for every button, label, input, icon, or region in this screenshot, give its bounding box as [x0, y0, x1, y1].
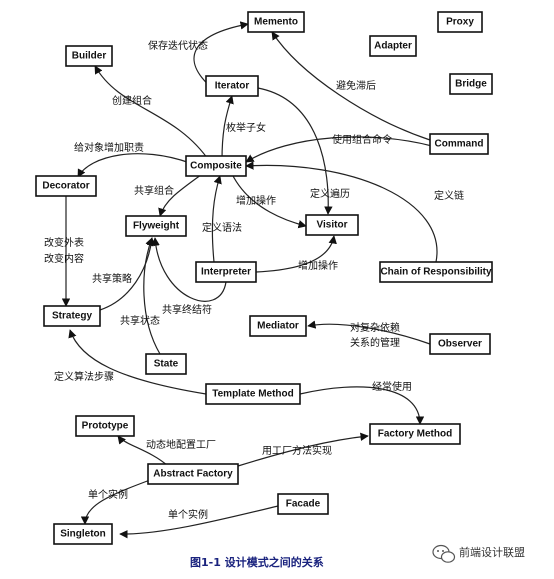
label-change-content: 改变内容: [44, 252, 84, 265]
edge-facade-singleton: [119, 505, 279, 539]
node-decorator-label: Decorator: [42, 181, 89, 192]
node-proxy-label: Proxy: [446, 17, 474, 28]
label-define-chain: 定义链: [434, 189, 464, 202]
node-bridge: Bridge: [449, 73, 493, 95]
node-memento: Memento: [247, 11, 305, 33]
label-create-composite: 创建组合: [112, 94, 152, 107]
label-avoid-lag: 避免滞后: [336, 79, 376, 92]
label-define-grammar: 定义语法: [202, 221, 242, 234]
node-facade: Facade: [277, 493, 329, 515]
edge-template-factory: [299, 386, 425, 425]
node-chain-label: Chain of Responsibility: [380, 267, 492, 278]
label-use-composite-command: 使用组合命令: [332, 133, 392, 146]
edge-state-flyweight: [143, 237, 161, 355]
node-facade-label: Facade: [286, 499, 321, 510]
node-decorator: Decorator: [35, 175, 97, 197]
label-add-duty-to-object: 给对象增加职责: [74, 141, 144, 154]
edge-abstract-factory-method: [237, 432, 369, 467]
node-strategy: Strategy: [43, 305, 101, 327]
edge-observer-mediator: [307, 320, 431, 345]
edge-strategy-flyweight: [99, 237, 156, 311]
label-share-state: 共享状态: [120, 314, 160, 327]
node-prototype: Prototype: [75, 415, 135, 437]
node-iterator-label: Iterator: [215, 81, 250, 92]
edge-command-composite: [245, 136, 433, 163]
node-strategy-label: Strategy: [52, 311, 92, 322]
edge-iterator-visitor: [257, 87, 333, 215]
label-share-composite: 共享组合: [134, 184, 174, 197]
label-often-used: 经常使用: [372, 380, 412, 393]
label-define-algorithm-steps: 定义算法步骤: [54, 370, 114, 383]
label-implement-with-factory-method: 用工厂方法实现: [262, 444, 332, 457]
node-flyweight-label: Flyweight: [133, 221, 180, 232]
node-proxy: Proxy: [437, 11, 483, 33]
node-singleton-label: Singleton: [60, 529, 106, 540]
node-composite-label: Composite: [190, 161, 242, 172]
label-share-strategy: 共享策略: [92, 272, 132, 285]
edge-template-strategy: [68, 329, 207, 395]
node-interpreter-label: Interpreter: [201, 267, 251, 278]
edge-abstract-prototype: [117, 435, 169, 467]
node-state-label: State: [154, 359, 179, 370]
edges: [61, 21, 438, 539]
edge-labels: 保存迭代状态 避免滞后 创建组合 枚举子女 使用组合命令 给对象增加职责 共享组…: [44, 39, 464, 521]
node-mediator: Mediator: [249, 315, 307, 337]
wechat-icon: [432, 544, 456, 563]
label-add-operation-2: 增加操作: [298, 259, 338, 272]
node-composite: Composite: [185, 155, 247, 177]
node-observer-label: Observer: [438, 339, 482, 350]
node-state: State: [145, 353, 187, 375]
node-adapter-label: Adapter: [374, 41, 412, 52]
watermark-text: 前端设计联盟: [459, 545, 525, 559]
node-factory-method: Factory Method: [369, 423, 461, 445]
label-single-instance-2: 单个实例: [168, 508, 208, 521]
node-adapter: Adapter: [369, 35, 417, 57]
node-template-method: Template Method: [205, 383, 301, 405]
node-abstract-factory-label: Abstract Factory: [153, 469, 233, 480]
node-chain-of-responsibility: Chain of Responsibility: [379, 261, 493, 283]
edge-composite-builder: [94, 65, 211, 163]
label-complex-dependency-1: 对复杂依赖: [350, 321, 400, 334]
node-abstract-factory: Abstract Factory: [147, 463, 239, 485]
node-observer: Observer: [429, 333, 491, 355]
label-single-instance-1: 单个实例: [88, 488, 128, 501]
edge-interpreter-flyweight: [151, 237, 227, 302]
label-define-traversal: 定义遍历: [310, 187, 350, 200]
edge-composite-iterator: [221, 95, 234, 161]
edge-abstract-singleton: [80, 479, 151, 525]
edge-iterator-memento: [193, 21, 249, 89]
label-save-iteration-state: 保存迭代状态: [148, 39, 208, 52]
edge-composite-visitor: [231, 173, 307, 229]
node-mediator-label: Mediator: [257, 321, 299, 332]
edge-command-memento: [271, 31, 431, 141]
node-template-method-label: Template Method: [212, 389, 293, 400]
node-prototype-label: Prototype: [82, 421, 129, 432]
node-factory-method-label: Factory Method: [378, 429, 452, 440]
node-bridge-label: Bridge: [455, 79, 487, 90]
watermark: 前端设计联盟: [432, 544, 525, 563]
label-enumerate-children: 枚举子女: [226, 121, 266, 134]
label-complex-dependency-2: 关系的管理: [350, 336, 400, 349]
node-command-label: Command: [435, 139, 484, 150]
edge-chain-composite: [245, 161, 438, 263]
node-singleton: Singleton: [53, 523, 113, 545]
figure-caption: 图1-1 设计模式之间的关系: [190, 555, 324, 569]
node-memento-label: Memento: [254, 17, 298, 28]
node-command: Command: [429, 133, 489, 155]
label-share-terminal: 共享终结符: [162, 303, 212, 316]
edge-interpreter-composite: [211, 175, 222, 263]
node-visitor-label: Visitor: [317, 220, 348, 231]
node-builder-label: Builder: [72, 51, 107, 62]
label-dynamic-config-factory: 动态地配置工厂: [146, 438, 216, 451]
node-iterator: Iterator: [205, 75, 259, 97]
node-flyweight: Flyweight: [125, 215, 187, 237]
node-visitor: Visitor: [305, 214, 359, 236]
node-interpreter: Interpreter: [195, 261, 257, 283]
label-change-appearance: 改变外表: [44, 236, 84, 249]
edge-interpreter-visitor: [255, 235, 337, 273]
edge-composite-decorator: [77, 153, 191, 178]
node-builder: Builder: [65, 45, 113, 67]
label-add-operation-1: 增加操作: [236, 194, 276, 207]
